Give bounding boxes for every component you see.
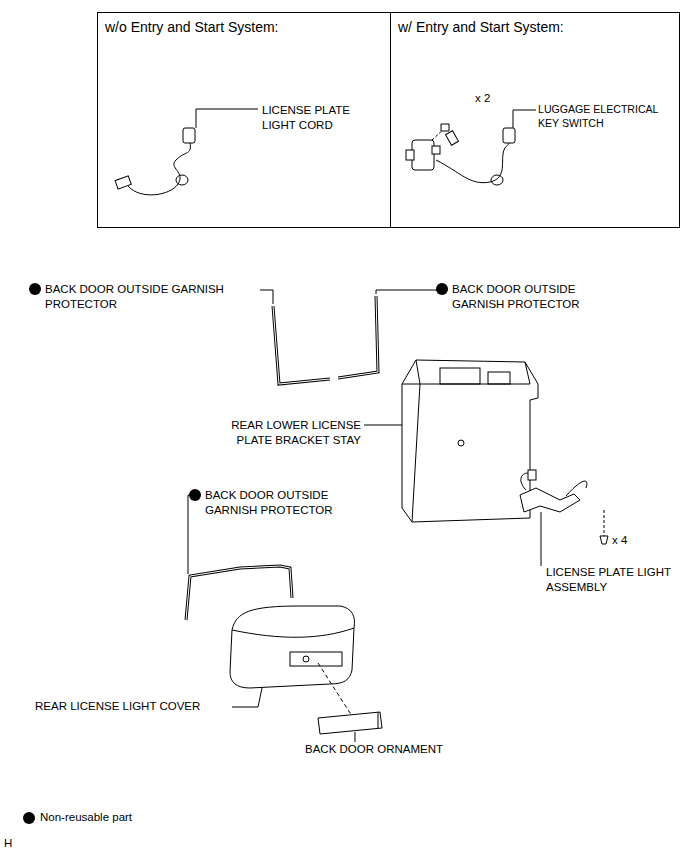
part-name: x 2 [475, 91, 505, 106]
wire-harness [436, 140, 510, 183]
cover-edge [232, 628, 354, 637]
wire-clamp [491, 175, 503, 185]
part-name: BACK DOOR OUTSIDE GARNISH PROTECTOR [452, 282, 612, 312]
connector [446, 131, 459, 145]
leader-line [364, 425, 402, 426]
light-cover [230, 606, 354, 688]
screw [441, 124, 449, 131]
screw [600, 536, 608, 544]
connector [528, 470, 536, 480]
non-reusable-mark [189, 489, 201, 501]
panel-heading: w/o Entry and Start System: [105, 18, 375, 36]
protector-strip [273, 306, 330, 384]
cover-recess [290, 652, 342, 666]
switch-tab [406, 150, 414, 160]
quantity: x 4 [612, 533, 642, 548]
legend-text: Non-reusable part [40, 810, 132, 825]
non-reusable-mark [436, 283, 448, 295]
switch-tab [432, 146, 440, 154]
bracket-edge [416, 360, 530, 384]
option-panel: w/ Entry and Start System: x 2 LUGGAGE ELE… [390, 12, 680, 228]
install-axis [318, 663, 352, 716]
connector [115, 176, 131, 189]
protector-strip-core [338, 296, 378, 378]
leader-line [188, 495, 200, 574]
part-name: LUGGAGE ELECTRICAL KEY SWITCH [538, 103, 679, 131]
screw-axis [604, 510, 605, 536]
leader-line [196, 109, 258, 128]
part-name: BACK DOOR ORNAMENT [305, 742, 485, 757]
panel-heading: w/ Entry and Start System: [398, 18, 668, 36]
bracket-edge [402, 384, 420, 522]
non-reusable-mark [29, 283, 41, 295]
key-switch [412, 140, 434, 170]
leader-line [260, 290, 273, 304]
cover-hole [303, 656, 309, 662]
bracket-detail [440, 368, 480, 384]
leader-line [355, 732, 356, 742]
part-name: REAR LOWER LICENSE PLATE BRACKET STAY [205, 418, 361, 448]
light-assembly [520, 488, 580, 512]
figure-code: H [4, 836, 24, 851]
part-name: BACK DOOR OUTSIDE GARNISH PROTECTOR [45, 282, 257, 312]
leader-line [541, 512, 542, 566]
protector-strip-core [273, 306, 330, 384]
wire-harness [128, 142, 190, 195]
bracket-stay [402, 360, 538, 522]
part-name: BACK DOOR OUTSIDE GARNISH PROTECTOR [205, 488, 365, 518]
part-name: LICENSE PLATE LIGHT ASSEMBLY [546, 565, 686, 595]
bracket-hole [458, 440, 464, 446]
wire-clamp [176, 175, 188, 185]
leader-line [232, 688, 262, 707]
option-panel: w/o Entry and Start System: LICENSE PLATE… [97, 12, 391, 228]
protector-strip [338, 296, 378, 378]
part-name: LICENSE PLATE LIGHT CORD [262, 103, 384, 133]
legend-mark [23, 812, 35, 824]
ornament-edge [378, 712, 379, 728]
ornament [318, 712, 382, 734]
connector [503, 128, 515, 143]
bracket-detail [488, 372, 510, 384]
part-name: REAR LICENSE LIGHT COVER [35, 699, 230, 714]
connector [183, 128, 195, 143]
leader-line [513, 110, 536, 128]
